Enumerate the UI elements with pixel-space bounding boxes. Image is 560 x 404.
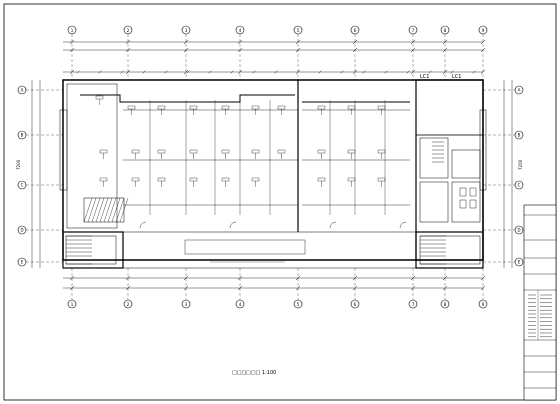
axis-label-bottom: 3 xyxy=(185,302,188,307)
axis-bubble-right xyxy=(514,85,524,95)
axis-bubble-top xyxy=(123,25,133,35)
axis-bubble-left xyxy=(17,225,27,235)
axis-label-top: 5 xyxy=(297,28,300,33)
axis-bubble-left xyxy=(17,180,27,190)
axis-label-top: 7 xyxy=(412,28,415,33)
axis-label-right: A xyxy=(518,88,521,93)
axis-label-bottom: 9 xyxy=(482,302,485,307)
side-dim-right: 7200 xyxy=(518,159,523,170)
axis-label-bottom: 2 xyxy=(127,302,130,307)
axis-bubble-bottom xyxy=(478,299,488,309)
annotation-lc1-b: LC1 xyxy=(452,74,461,80)
axis-label-right: E xyxy=(518,260,521,265)
axis-bubble-bottom xyxy=(67,299,77,309)
axis-label-top: 1 xyxy=(71,28,74,33)
stair-hatching xyxy=(65,235,481,265)
interior-layout xyxy=(80,94,481,263)
annotation-lc1-a: LC1 xyxy=(420,74,429,80)
axis-label-bottom: 8 xyxy=(444,302,447,307)
axis-label-left: C xyxy=(21,183,24,188)
axis-bubble-right xyxy=(514,257,524,267)
axis-label-bottom: 6 xyxy=(354,302,357,307)
axis-bubble-left xyxy=(17,130,27,140)
axis-label-top: 6 xyxy=(354,28,357,33)
axis-label-left: B xyxy=(21,133,24,138)
axis-bubble-bottom xyxy=(235,299,245,309)
axis-label-top: 4 xyxy=(239,28,242,33)
axis-bubble-right xyxy=(514,180,524,190)
axis-label-top: 9 xyxy=(482,28,485,33)
annotations: LC1 LC1 7200 7200 xyxy=(16,74,523,170)
sheet-border xyxy=(3,3,557,401)
axis-bubble-top xyxy=(478,25,488,35)
axis-label-left: D xyxy=(20,228,23,233)
axis-bubble-top xyxy=(181,25,191,35)
axis-bubble-top xyxy=(67,25,77,35)
axis-bubble-bottom xyxy=(440,299,450,309)
entry-hatch xyxy=(83,197,129,223)
axis-bubble-top xyxy=(440,25,450,35)
axis-bubble-bottom xyxy=(350,299,360,309)
axis-label-right: D xyxy=(517,228,520,233)
axis-label-top: 3 xyxy=(185,28,188,33)
axis-label-bottom: 4 xyxy=(239,302,242,307)
axis-bubble-bottom xyxy=(181,299,191,309)
title-block xyxy=(523,204,557,401)
axis-bubble-top xyxy=(293,25,303,35)
axis-bubble-left xyxy=(17,257,27,267)
axis-label-bottom: 1 xyxy=(71,302,74,307)
axis-bubble-bottom xyxy=(123,299,133,309)
axis-label-left: A xyxy=(21,88,24,93)
axis-bubble-right xyxy=(514,225,524,235)
axis-bubble-bottom xyxy=(408,299,418,309)
axis-label-bottom: 5 xyxy=(297,302,300,307)
axis-bubble-top xyxy=(350,25,360,35)
axis-label-top: 8 xyxy=(444,28,447,33)
side-dim-left: 7200 xyxy=(16,159,21,170)
axis-bubble-top xyxy=(408,25,418,35)
axis-bubble-right xyxy=(514,130,524,140)
axis-label-top: 2 xyxy=(127,28,130,33)
drawing-caption: □□□□□□ 1:100 xyxy=(232,370,277,376)
axis-label-bottom: 7 xyxy=(412,302,415,307)
building-outline xyxy=(59,79,487,269)
axis-bubble-top xyxy=(235,25,245,35)
axis-bubble-left xyxy=(17,85,27,95)
axis-label-left: E xyxy=(21,260,24,265)
axis-label-right: C xyxy=(518,183,521,188)
axis-label-right: B xyxy=(518,133,521,138)
axis-bubble-bottom xyxy=(293,299,303,309)
dimension-lines xyxy=(31,39,513,291)
